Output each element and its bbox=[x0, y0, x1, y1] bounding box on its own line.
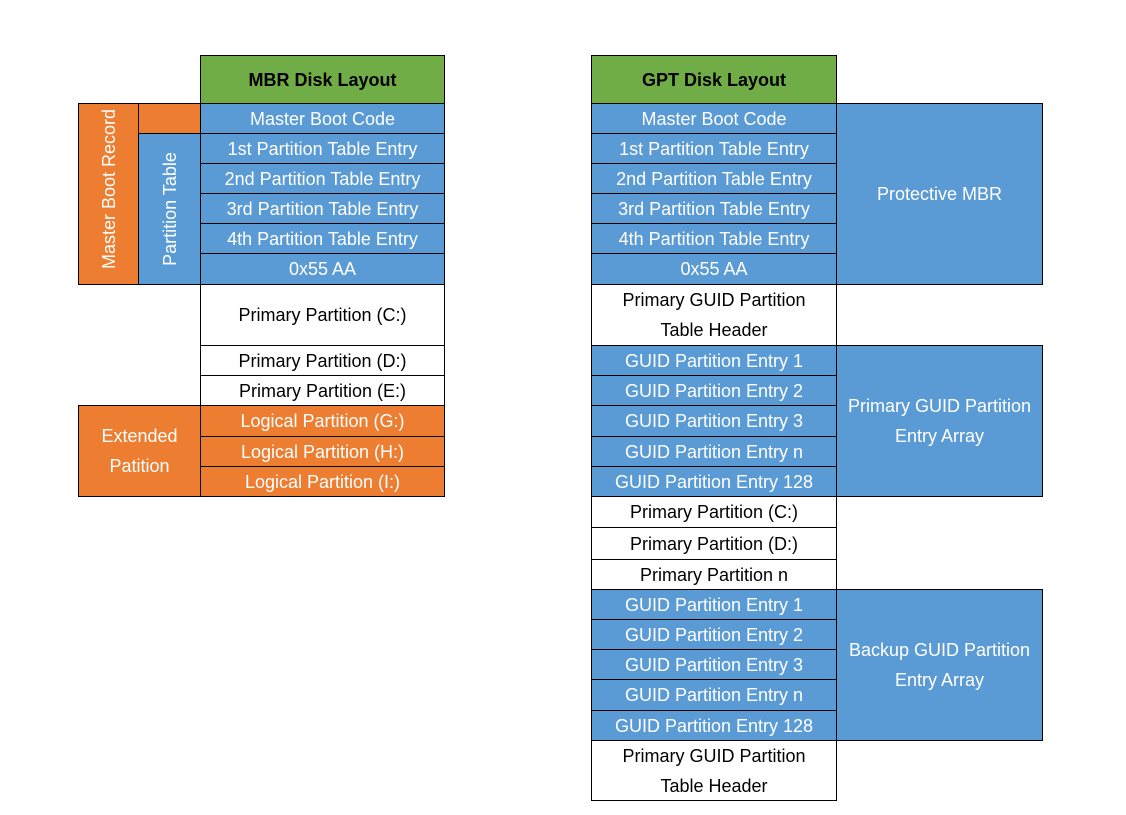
gpt-row: GUID Partition Entry 3 bbox=[591, 405, 837, 437]
primary-guid-entry-array-group: Primary GUID Partition Entry Array bbox=[836, 345, 1043, 497]
gpt-row: Primary Partition (D:) bbox=[591, 527, 837, 560]
mbr-row: 4th Partition Table Entry bbox=[200, 223, 445, 254]
gpt-row: GUID Partition Entry 3 bbox=[591, 649, 837, 680]
master-boot-record-label: Master Boot Record bbox=[98, 108, 119, 269]
gpt-header: GPT Disk Layout bbox=[591, 55, 837, 104]
gpt-row: Primary GUID Partition Table Header bbox=[591, 284, 837, 346]
mbr-row: Primary Partition (E:) bbox=[200, 375, 445, 406]
mbr-row: Logical Partition (H:) bbox=[200, 436, 445, 467]
master-boot-record-group: Master Boot Record bbox=[78, 103, 139, 285]
protective-mbr-group: Protective MBR bbox=[836, 103, 1043, 285]
mbr-row: 2nd Partition Table Entry bbox=[200, 163, 445, 194]
gpt-row: GUID Partition Entry 128 bbox=[591, 710, 837, 741]
gpt-row: Primary Partition (C:) bbox=[591, 496, 837, 528]
gpt-row: 2nd Partition Table Entry bbox=[591, 163, 837, 194]
mbr-row: 3rd Partition Table Entry bbox=[200, 193, 445, 224]
mbr-row: Logical Partition (G:) bbox=[200, 405, 445, 437]
backup-guid-entry-array-group: Backup GUID Partition Entry Array bbox=[836, 589, 1043, 741]
gpt-row: GUID Partition Entry 2 bbox=[591, 375, 837, 406]
gpt-row: GUID Partition Entry 2 bbox=[591, 619, 837, 650]
gpt-row: 3rd Partition Table Entry bbox=[591, 193, 837, 224]
gpt-row: Primary Partition n bbox=[591, 559, 837, 590]
gpt-row: 0x55 AA bbox=[591, 253, 837, 285]
partition-table-label: Partition Table bbox=[159, 152, 180, 266]
gpt-row: GUID Partition Entry 1 bbox=[591, 345, 837, 376]
gpt-row: GUID Partition Entry n bbox=[591, 679, 837, 711]
partition-table-group: Partition Table bbox=[138, 133, 201, 285]
gpt-row: Primary GUID Partition Table Header bbox=[591, 740, 837, 801]
gpt-row: GUID Partition Entry 128 bbox=[591, 466, 837, 497]
mbr-header: MBR Disk Layout bbox=[200, 55, 445, 104]
gpt-row: GUID Partition Entry n bbox=[591, 436, 837, 467]
gpt-row: GUID Partition Entry 1 bbox=[591, 589, 837, 620]
extended-partition-group: Extended Patition bbox=[78, 405, 201, 497]
gpt-row: Master Boot Code bbox=[591, 103, 837, 134]
mbr-row: 0x55 AA bbox=[200, 253, 445, 285]
mbr-row: Primary Partition (C:) bbox=[200, 284, 445, 346]
master-boot-record-corner bbox=[138, 103, 201, 134]
mbr-row: Logical Partition (I:) bbox=[200, 466, 445, 497]
gpt-row: 4th Partition Table Entry bbox=[591, 223, 837, 254]
mbr-row: Primary Partition (D:) bbox=[200, 345, 445, 376]
mbr-row: Master Boot Code bbox=[200, 103, 445, 134]
gpt-row: 1st Partition Table Entry bbox=[591, 133, 837, 164]
mbr-row: 1st Partition Table Entry bbox=[200, 133, 445, 164]
